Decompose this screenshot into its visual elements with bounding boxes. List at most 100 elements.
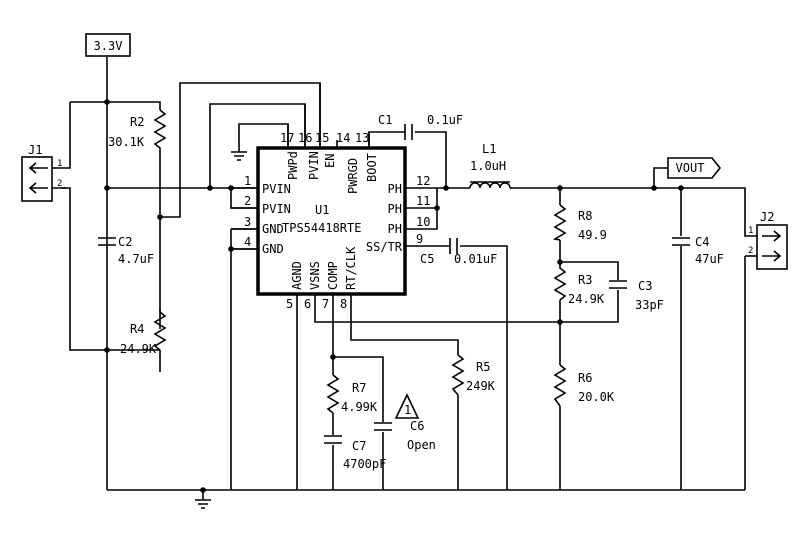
pin-name: RT/CLK <box>344 246 358 290</box>
note-marker: 1 <box>394 393 420 419</box>
component-value: 4.7uF <box>118 252 154 266</box>
resistor-r7: R7 4.99K <box>326 374 378 414</box>
capacitor-c7: C7 4700pF <box>324 435 386 471</box>
ic-u1: 1 2 3 4 PVIN PVIN GND GND 12 11 10 9 PH … <box>231 83 430 311</box>
capacitor-c5: C5 0.01uF <box>420 238 497 266</box>
component-ref: C2 <box>118 235 132 249</box>
component-ref: L1 <box>482 142 496 156</box>
pin-name: PWRGD <box>346 158 360 194</box>
component-value: 30.1K <box>108 135 145 149</box>
pin-number: 1 <box>748 226 753 236</box>
capacitor-c6: C6 Open <box>374 419 436 452</box>
component-value: 49.9 <box>578 228 607 242</box>
pin-number: 3 <box>244 215 251 229</box>
ground-icon <box>231 151 247 161</box>
component-value: 0.1uF <box>427 113 463 127</box>
component-ref: R5 <box>476 360 490 374</box>
component-ref: R7 <box>352 381 366 395</box>
pin-name: VSNS <box>308 261 322 290</box>
resistor-r3: R3 24.9K <box>553 262 605 306</box>
pin-number: 6 <box>304 297 311 311</box>
pin-number: 14 <box>336 131 350 145</box>
component-ref: C6 <box>410 419 424 433</box>
resistor-r5: R5 249K <box>451 354 496 396</box>
pin-name: EN <box>323 154 337 168</box>
component-value: 24.9K <box>120 342 157 356</box>
pin-number: 2 <box>748 246 753 256</box>
junctions <box>104 99 684 493</box>
pin-number: 2 <box>57 179 62 189</box>
component-value: 4700pF <box>343 457 386 471</box>
capacitor-c1: C1 0.1uF <box>378 113 463 140</box>
pin-name: PH <box>388 222 402 236</box>
capacitor-c4: C4 47uF <box>672 235 724 266</box>
capacitor-c2: C2 4.7uF <box>98 235 154 266</box>
pin-name: SS/TR <box>366 240 403 254</box>
resistor-r8: R8 49.9 <box>552 204 607 242</box>
connector-j2: J2 1 2 <box>748 210 788 270</box>
pin-number: 17 <box>280 131 294 145</box>
inductor-l1: L1 1.0uH <box>469 142 512 189</box>
pin-number: 7 <box>322 297 329 311</box>
component-value: 0.01uF <box>454 252 497 266</box>
component-ref: C5 <box>420 252 434 266</box>
pin-name: PWPd <box>286 151 300 180</box>
connector-ref: J2 <box>760 210 774 224</box>
component-ref: C4 <box>695 235 709 249</box>
output-flag-label: VOUT <box>676 161 705 175</box>
ground-icon <box>195 499 211 509</box>
component-ref: R2 <box>130 115 144 129</box>
component-ref: R8 <box>578 209 592 223</box>
pin-name: PVIN <box>307 151 321 180</box>
pin-number: 5 <box>286 297 293 311</box>
pin-number: 9 <box>416 232 423 246</box>
component-value: 4.99K <box>341 400 378 414</box>
pin-number: 2 <box>244 194 251 208</box>
connector-ref: J1 <box>28 143 42 157</box>
component-value: Open <box>407 438 436 452</box>
resistor-r4: R4 24.9K <box>120 309 167 356</box>
power-flag-label: 3.3V <box>94 39 123 53</box>
pin-number: 8 <box>340 297 347 311</box>
pin-number: 12 <box>416 174 430 188</box>
pin-name: PH <box>388 202 402 216</box>
pin-number: 1 <box>244 174 251 188</box>
pin-name: COMP <box>326 261 340 290</box>
pin-number: 13 <box>355 131 369 145</box>
pin-name: PH <box>388 182 402 196</box>
component-ref: C3 <box>638 279 652 293</box>
power-flag-3v3: 3.3V <box>85 33 131 57</box>
pin-number: 4 <box>244 235 251 249</box>
pin-number: 11 <box>416 194 430 208</box>
component-ref: R4 <box>130 322 144 336</box>
pin-name: BOOT <box>365 153 379 182</box>
wiring <box>62 57 757 500</box>
capacitor-c3: C3 33pF <box>609 279 664 312</box>
pin-number: 1 <box>57 159 62 169</box>
component-ref: C7 <box>352 439 366 453</box>
component-value: 1.0uH <box>470 159 506 173</box>
resistor-r6: R6 20.0K <box>553 364 615 407</box>
note-number: 1 <box>404 403 411 417</box>
pin-name: PVIN <box>262 202 291 216</box>
pin-name: GND <box>262 242 284 256</box>
pin-number: 10 <box>416 215 430 229</box>
pin-name: AGND <box>290 261 304 290</box>
pin-number: 16 <box>298 131 312 145</box>
component-value: 47uF <box>695 252 724 266</box>
ic-part-number: TPS54418RTE <box>282 221 361 235</box>
resistor-r2: R2 30.1K <box>108 109 167 152</box>
component-value: 24.9K <box>568 292 605 306</box>
output-flag-vout: VOUT <box>667 157 722 179</box>
component-value: 249K <box>466 379 496 393</box>
component-ref: C1 <box>378 113 392 127</box>
component-ref: R3 <box>578 273 592 287</box>
ic-reference: U1 <box>315 203 329 217</box>
pin-name: GND <box>262 222 284 236</box>
component-ref: R6 <box>578 371 592 385</box>
component-value: 20.0K <box>578 390 615 404</box>
component-value: 33pF <box>635 298 664 312</box>
pin-number: 15 <box>315 131 329 145</box>
pin-name: PVIN <box>262 182 291 196</box>
